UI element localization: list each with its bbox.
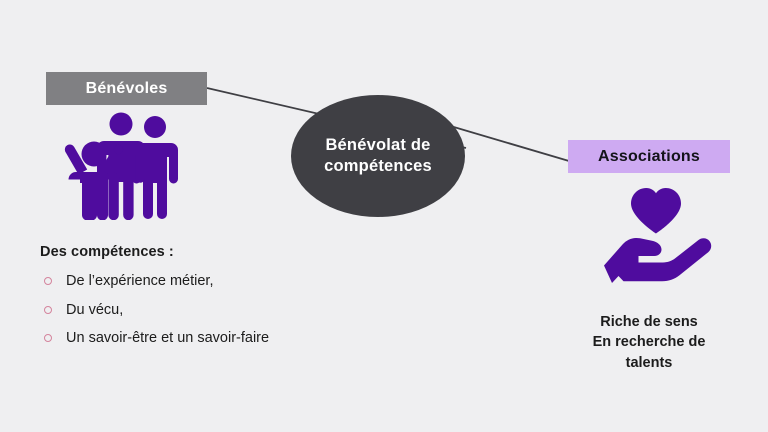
list-item: Du vécu, [40, 301, 300, 321]
associations-caption: Riche de sens En recherche de talents [592, 314, 706, 371]
badge-benevoles: Bénévoles [46, 72, 207, 105]
list-item-label: De l’expérience métier, [66, 273, 214, 289]
bullet-ring-icon [44, 334, 52, 343]
list-item: De l’expérience métier, [40, 272, 300, 292]
connector-center-associations [446, 124, 570, 162]
bullet-ring-icon [44, 305, 52, 314]
list-item-label: Du vécu, [66, 301, 124, 318]
skills-heading: Des compétences : [40, 244, 174, 260]
skills-block: Des compétences : De l’expérience métier… [40, 244, 300, 349]
badge-associations: Associations [568, 140, 730, 173]
hand-holding-heart-icon [600, 186, 712, 290]
center-node: Bénévolat de compétences [291, 95, 465, 217]
center-node-label: Bénévolat de compétences [324, 136, 432, 175]
skills-list: De l’expérience métier, Du vécu, Un savo… [40, 272, 300, 349]
bullet-ring-icon [44, 277, 52, 285]
list-item-label: Un savoir-être et un savoir-faire [66, 330, 270, 347]
volunteers-group-icon [58, 112, 183, 220]
list-item: Un savoir-être et un savoir-faire [40, 329, 300, 349]
